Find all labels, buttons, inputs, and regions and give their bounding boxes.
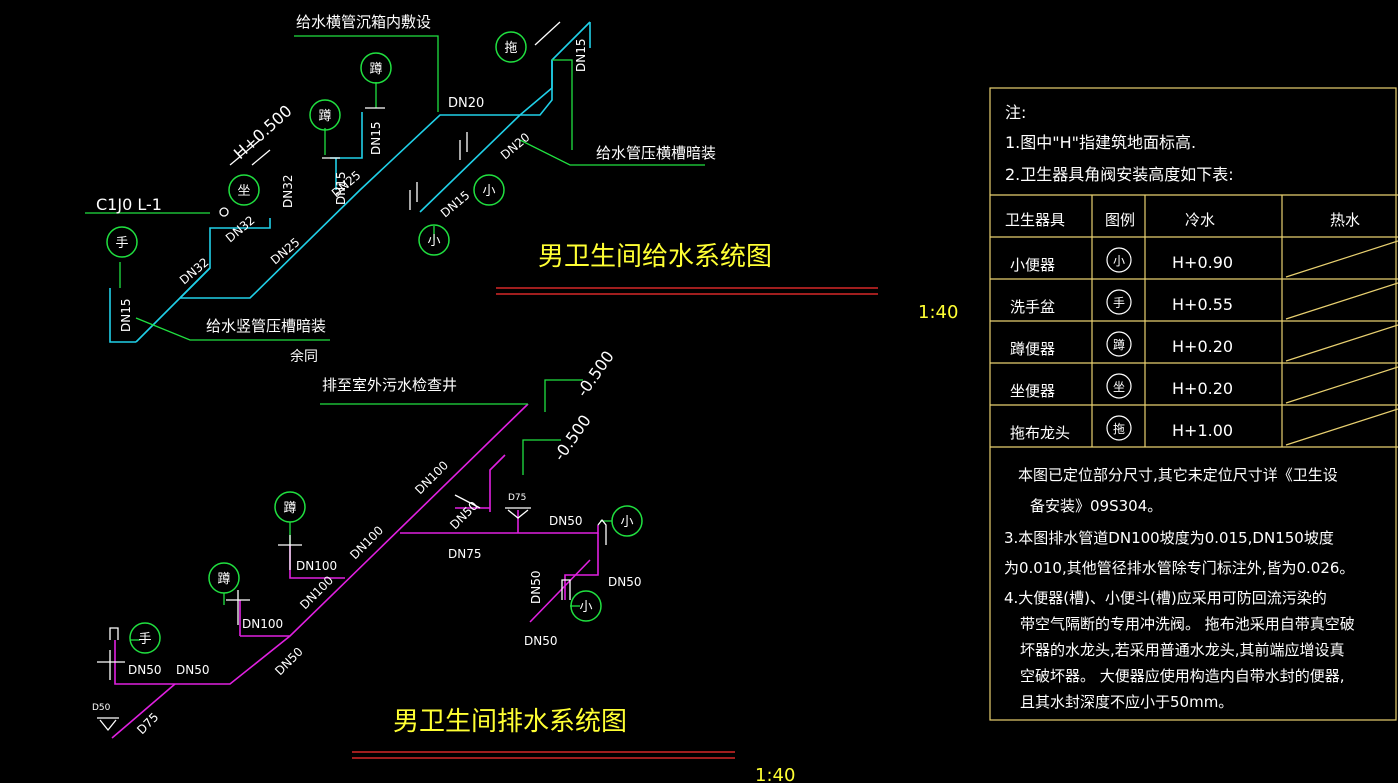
supply-pipe-label: DN15 (574, 39, 588, 73)
table-row-name: 坐便器 (1010, 382, 1055, 400)
drain-pipe-label: DN100 (242, 617, 283, 631)
notes-paragraph-line: 为0.010,其他管径排水管除专门标注外,皆为0.026。 (1004, 559, 1354, 577)
note-pipe-groove: 给水管压横槽暗装 (596, 144, 716, 162)
drain-pipe-label: DN50 (524, 634, 558, 648)
table-header-fixture: 卫生器具 (1005, 211, 1065, 229)
note-riser-groove: 给水竖管压槽暗装 (206, 317, 326, 335)
notes-paragraph-line: 备安装》09S304。 (1030, 497, 1162, 515)
riser-id: C1J0 L-1 (96, 195, 162, 214)
level-mark: -0.500 (573, 347, 618, 400)
supply-valves (219, 21, 561, 217)
drain-cleanouts (97, 494, 607, 732)
notes-paragraph-line: 3.本图排水管道DN100坡度为0.015,DN150坡度 (1004, 529, 1334, 547)
supply-pipe-label: DN32 (223, 213, 258, 245)
drain-pipe-label: DN75 (448, 547, 482, 561)
notes-heading: 注: (1005, 103, 1026, 122)
supply-leader-lines (85, 35, 705, 341)
table-row-cold: H+0.55 (1172, 295, 1233, 314)
drain-pipe-label: DN50 (128, 663, 162, 677)
drain-pipe-label: DN100 (296, 559, 337, 573)
fixture-basin-symbol: 手 (115, 236, 128, 251)
notes-paragraph-line: 本图已定位部分尺寸,其它未定位尺寸详《卫生设 (1018, 466, 1338, 484)
drain-pipe-label: DN50 (447, 499, 481, 533)
table-row-name: 蹲便器 (1010, 340, 1055, 358)
drain-pipe-label: DN50 (608, 575, 642, 589)
notes-paragraph-line: 带空气隔断的专用冲洗阀。 拖布池采用自带真空破 (1020, 615, 1355, 633)
drain-title: 男卫生间排水系统图 (393, 707, 627, 737)
table-row-symbol: 蹲 (1113, 338, 1125, 352)
fixture-squat-symbol: 蹲 (283, 501, 296, 516)
fixture-squat-symbol: 蹲 (369, 62, 382, 77)
fixture-urinal-symbol: 小 (427, 234, 440, 249)
legend-symbols (1106, 247, 1132, 441)
supply-pipe-label: DN20 (448, 96, 484, 111)
supply-pipe-label: DN15 (438, 188, 473, 220)
supply-pipes (109, 21, 591, 343)
supply-pipe-label: DN15 (369, 122, 383, 156)
drain-pipe-label: DN50 (176, 663, 210, 677)
drain-pipe-label: DN100 (412, 458, 451, 497)
fixture-squat-symbol: 蹲 (217, 572, 230, 587)
drain-pipe-label: DN50 (549, 514, 583, 528)
drain-outlet-note: 排至室外污水检查井 (322, 376, 457, 394)
supply-title-underline (496, 287, 878, 295)
drain-pipe-label: DN50 (529, 571, 543, 605)
supply-pipe-label: DN32 (281, 175, 295, 209)
drain-title-underline (352, 751, 735, 759)
drain-pipe-label: D50 (92, 703, 111, 713)
notes-line-1: 1.图中"H"指建筑地面标高. (1005, 133, 1196, 152)
supply-pipe-label: DN15 (119, 299, 133, 333)
table-row-cold: H+1.00 (1172, 421, 1233, 440)
fixture-urinal-symbol: 小 (620, 515, 633, 530)
drain-pipe-label: D75 (508, 493, 526, 503)
drain-fixture-symbols (129, 491, 643, 654)
notes-frame (989, 87, 1398, 721)
table-row-symbol: 手 (1113, 296, 1125, 310)
level-mark: -0.500 (550, 411, 595, 464)
table-row-name: 拖布龙头 (1010, 424, 1070, 442)
drain-pipe-label: D75 (134, 710, 161, 737)
table-row-name: 小便器 (1010, 256, 1055, 274)
table-row-cold: H+0.20 (1172, 337, 1233, 356)
fixture-seat-symbol: 坐 (237, 184, 250, 199)
table-row-symbol: 坐 (1113, 380, 1125, 394)
supply-title: 男卫生间给水系统图 (538, 242, 772, 272)
drain-scale: 1:40 (755, 765, 795, 783)
drain-pipes (111, 403, 599, 739)
fixture-mop-symbol: 拖 (504, 41, 517, 56)
table-row-name: 洗手盆 (1010, 298, 1055, 316)
drain-pipe-label: DN100 (347, 523, 386, 562)
height-label: H+0.500 (230, 101, 296, 163)
supply-fixture-symbols (106, 31, 527, 258)
supply-pipe-label: DN15 (334, 172, 348, 206)
notes-paragraph-line: 空破坏器。 大便器应使用构造内自带水封的便器, (1020, 667, 1345, 685)
note-same: 余同 (290, 348, 318, 365)
fixture-urinal-symbol: 小 (482, 184, 495, 199)
drain-pipe-label: DN50 (272, 645, 306, 679)
table-row-cold: H+0.90 (1172, 253, 1233, 272)
fixture-basin-symbol: 手 (138, 632, 151, 647)
fixture-squat-symbol: 蹲 (318, 109, 331, 124)
table-row-symbol: 拖 (1113, 422, 1125, 436)
drain-pipe-label: DN100 (297, 573, 336, 612)
table-header-cold: 冷水 (1185, 211, 1215, 229)
notes-paragraph-line: 坏器的水龙头,若采用普通水龙头,其前端应增设真 (1020, 641, 1345, 659)
supply-pipe-label: DN20 (498, 130, 533, 162)
fixture-urinal-symbol: 小 (579, 600, 592, 615)
notes-paragraph-line: 4.大便器(槽)、小便斗(槽)应采用可防回流污染的 (1004, 589, 1327, 607)
table-row-symbol: 小 (1113, 254, 1125, 268)
note-horizontal-pipe: 给水横管沉箱内敷设 (296, 13, 431, 31)
table-header-symbol: 图例 (1105, 211, 1135, 229)
supply-scale: 1:40 (918, 302, 958, 323)
table-row-cold: H+0.20 (1172, 379, 1233, 398)
notes-paragraph-line: 且其水封深度不应小于50mm。 (1020, 693, 1233, 711)
notes-line-2: 2.卫生器具角阀安装高度如下表: (1005, 165, 1234, 184)
table-header-hot: 热水 (1330, 211, 1360, 229)
